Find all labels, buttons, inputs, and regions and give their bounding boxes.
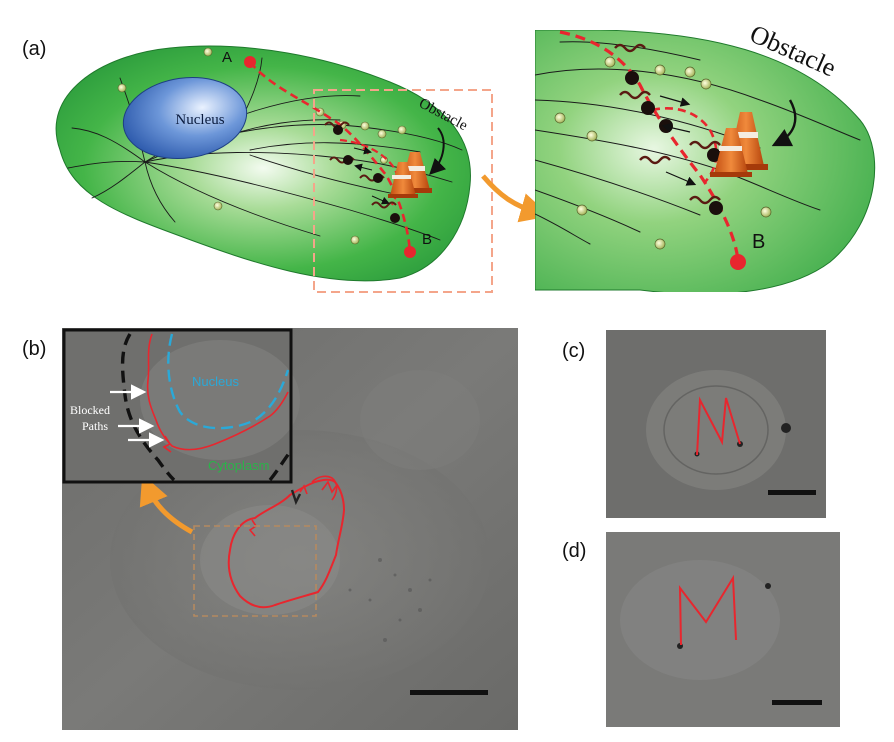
inset-blocked-label-line2: Paths [82,419,108,433]
zoom-cell-body [535,30,876,292]
zoom-point-b-label: B [752,231,765,253]
zoom-obstacle-cones [710,112,768,177]
panel-label-c: (c) [562,340,586,362]
zoom-obstacle-pointer [771,99,797,147]
inset-source-box [193,525,317,617]
inset-panel: Nucleus Blocked Paths Cytoplasm [62,328,300,484]
nucleus-label: Nucleus [175,112,224,128]
point-b-label: B [422,231,432,248]
trajectory-b [227,478,346,609]
inset-blocked-label-line1: Blocked [70,403,110,417]
obstacle-cones [388,152,432,198]
inset-cytoplasm-label: Cytoplasm [208,458,269,473]
transport-path [249,61,412,253]
point-b-dot [404,246,416,258]
trajectory-d [678,574,737,646]
zoom-region-box [313,89,493,293]
panel-label-a: (a) [22,38,47,60]
vesicles [117,47,407,245]
inset-arrow [139,474,194,535]
obstacle-pointer [429,127,447,175]
zoom-arrow [481,174,551,223]
scale-bar-c [768,490,816,495]
micrograph-c [606,330,826,518]
scale-bar-d [772,700,822,705]
nucleus [122,76,248,160]
scale-bar-b [410,690,488,695]
inset-nucleus-boundary [167,333,290,430]
point-a-label: A [222,49,232,66]
trajectory-c [696,396,741,456]
zoom-diagram: B [535,19,876,292]
micrograph-specks [348,558,432,642]
panel-label-b: (b) [22,338,47,360]
inset-nucleus-label: Nucleus [192,374,239,389]
transport-path-detour [339,138,400,206]
inset-cell-edge [120,333,292,482]
point-a-dot [244,56,256,68]
inset-trajectory [146,333,289,453]
cell-diagram: Nucleus A B [55,45,493,293]
micrograph-b: Nucleus Blocked Paths Cytoplasm [62,328,518,730]
micrograph-d [606,532,840,727]
panel-label-d: (d) [562,540,587,562]
